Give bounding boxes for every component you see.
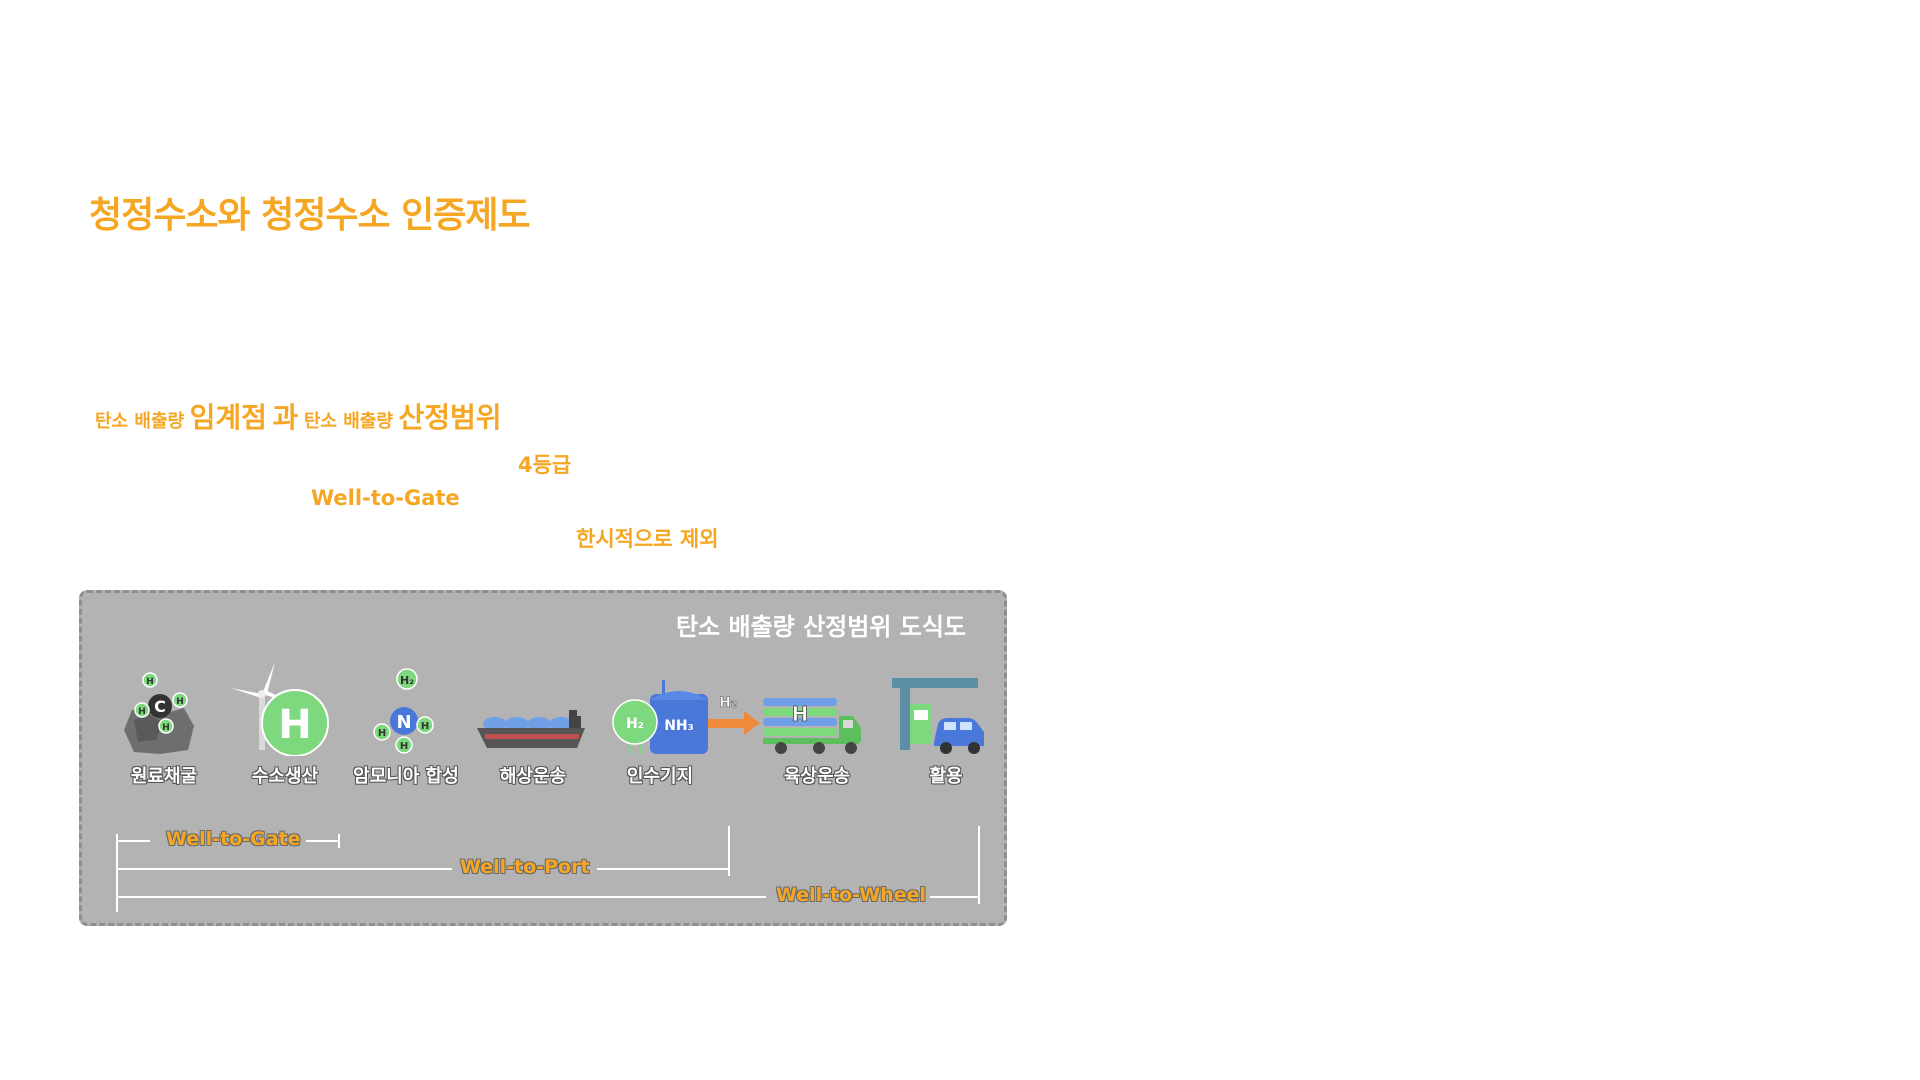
stage-utilization: 활용 — [886, 660, 1006, 787]
stage-land-transport: H 육상운송 — [757, 660, 877, 787]
coal-molecule-icon: C H H H H — [124, 672, 194, 754]
ammonia-molecule-icon: H₂ N H H H — [373, 668, 434, 754]
stage-label: 원료채굴 — [130, 766, 198, 787]
svg-text:C: C — [154, 697, 166, 716]
stage-label: 해상운송 — [499, 766, 567, 787]
stage-sea-transport: 해상운송 — [473, 660, 593, 787]
storage-tank-icon: NH₃ H₂ — [612, 680, 708, 754]
svg-text:H: H — [138, 707, 146, 717]
stage-hydrogen-production: H 수소생산 — [225, 660, 345, 787]
stage-label: 활용 — [929, 766, 963, 787]
svg-text:H: H — [378, 728, 386, 739]
stage-mining: C H H H H 원료채굴 — [104, 660, 224, 787]
svg-text:H: H — [421, 721, 429, 732]
page-title: 청정수소와 청정수소 인증제도 — [89, 195, 531, 236]
svg-text:H: H — [146, 677, 154, 687]
scope-label: Well-to-Wheel — [776, 884, 927, 906]
stage-label: 수소생산 — [251, 766, 319, 787]
note-grade: 4등급 — [518, 453, 572, 477]
svg-text:H: H — [400, 741, 408, 752]
svg-text:H: H — [278, 702, 311, 748]
svg-text:H: H — [176, 697, 184, 707]
svg-text:N: N — [396, 712, 411, 733]
svg-text:H₂: H₂ — [719, 695, 737, 711]
charging-station-car-icon — [892, 678, 984, 754]
svg-text:NH₃: NH₃ — [664, 718, 694, 734]
stage-receiving-terminal: NH₃ H₂ 인수기지 — [600, 660, 720, 787]
stage-label: 암모니아 합성 — [353, 766, 459, 787]
subtitle: 탄소 배출량 임계점 과 탄소 배출량 산정범위 — [95, 396, 502, 436]
stage-ammonia-synthesis: H₂ N H H H 암모니아 합성 — [346, 660, 466, 787]
subtitle-part: 탄소 배출량 — [95, 411, 185, 432]
ship-icon — [477, 710, 585, 748]
scope-label: Well-to-Gate — [166, 828, 301, 850]
note-well-to-gate: Well-to-Gate — [311, 486, 460, 510]
scope-label: Well-to-Port — [460, 856, 590, 878]
arrow-right-icon: H₂ — [708, 695, 760, 735]
svg-text:H: H — [162, 723, 170, 733]
wind-turbine-hydrogen-icon: H — [231, 662, 329, 756]
stage-label: 인수기지 — [626, 766, 694, 787]
svg-text:H₂: H₂ — [400, 674, 414, 687]
truck-icon: H — [763, 698, 861, 754]
subtitle-keyword: 산정범위 — [398, 401, 502, 434]
svg-text:H₂: H₂ — [626, 716, 644, 732]
diagram-title: 탄소 배출량 산정범위 도식도 — [675, 613, 966, 641]
subtitle-keyword: 임계점 — [189, 401, 267, 434]
scope-diagram: 탄소 배출량 산정범위 도식도 C H H H H 원료채굴 H — [79, 590, 1007, 926]
subtitle-part: 탄소 배출량 — [303, 411, 393, 432]
note-temporarily-excluded: 한시적으로 제외 — [576, 527, 719, 551]
stage-label: 육상운송 — [783, 766, 851, 787]
subtitle-part: 과 — [272, 401, 299, 434]
svg-text:H: H — [792, 702, 809, 726]
